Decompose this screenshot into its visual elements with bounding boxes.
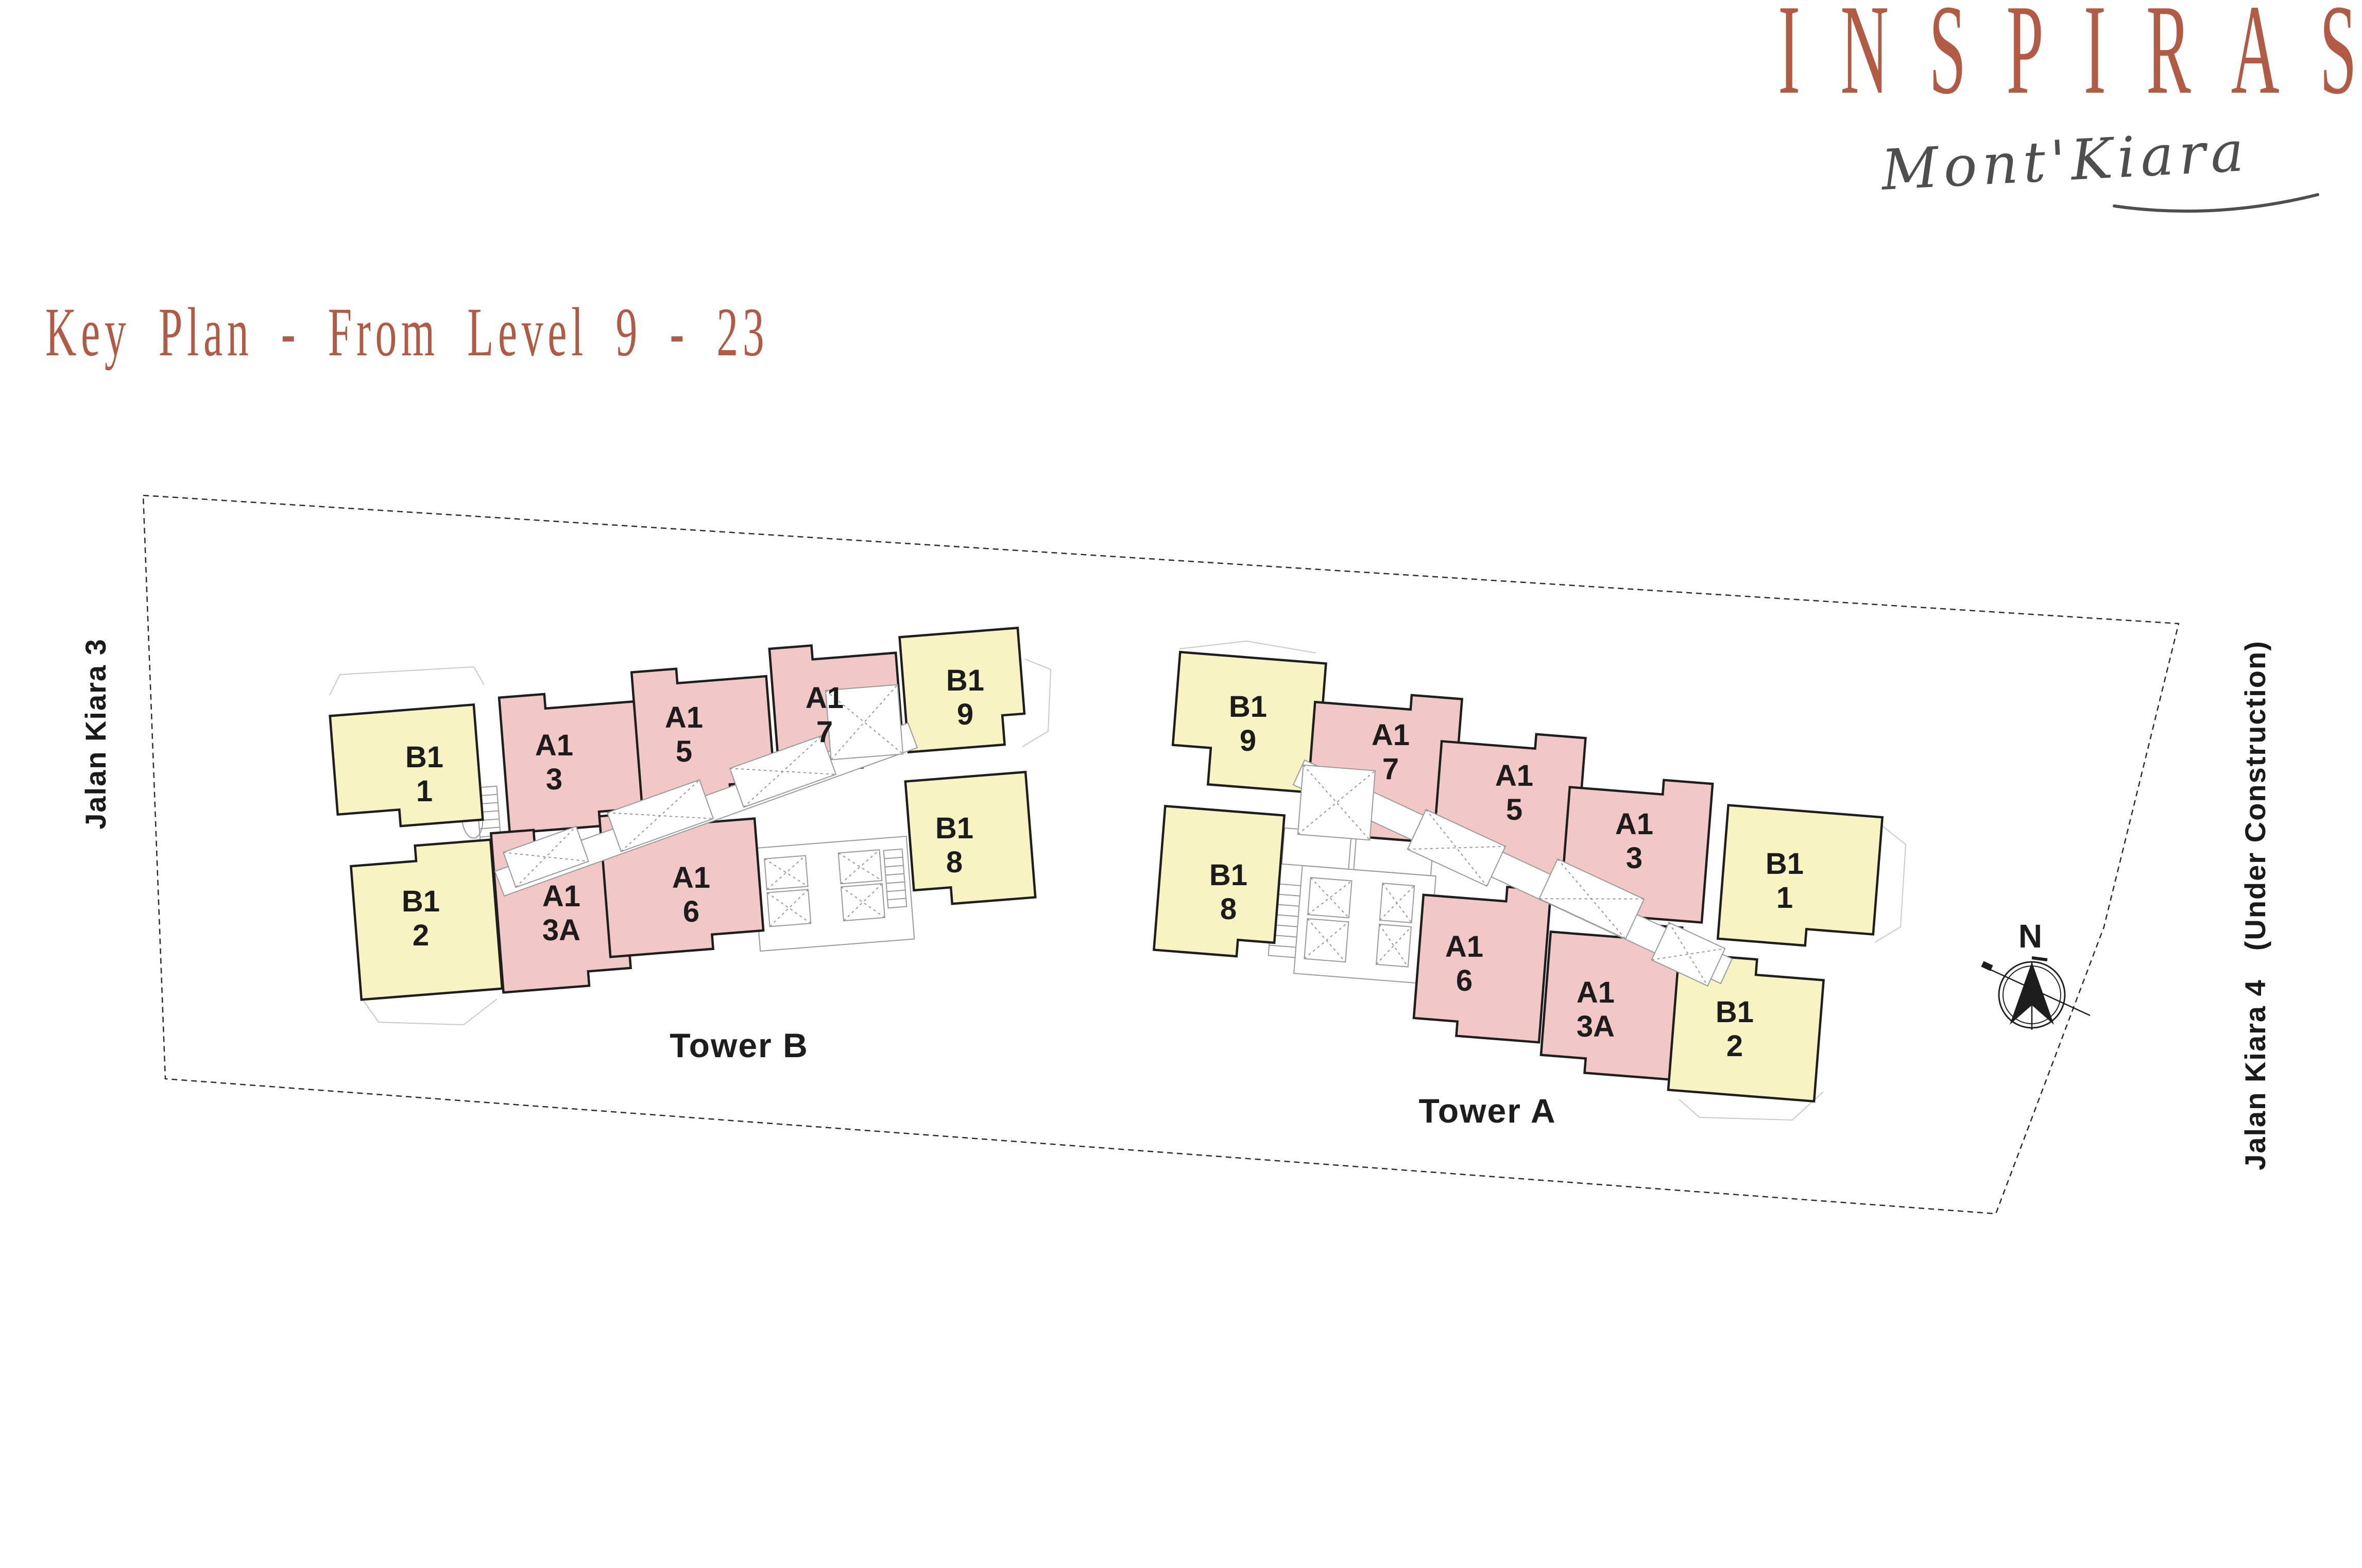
unit-B1-1 bbox=[329, 703, 484, 828]
unit-B1-1 bbox=[1716, 804, 1884, 947]
signature-swash bbox=[2113, 193, 2319, 213]
compass-north-label: N bbox=[2018, 918, 2042, 955]
unit-B1-9 bbox=[1171, 650, 1327, 795]
elevator-core bbox=[751, 835, 915, 952]
ghost-line bbox=[360, 996, 498, 1026]
cross-braced-voids bbox=[502, 684, 904, 888]
compass: N bbox=[1981, 918, 2091, 1030]
street-label-left: Jalan Kiara 3 bbox=[79, 638, 112, 830]
ghost-line bbox=[1022, 659, 1052, 747]
page-title: Key Plan - From Level 9 - 23 bbox=[45, 294, 768, 371]
unit-B1-9 bbox=[898, 626, 1026, 754]
unit-B1-2 bbox=[1667, 952, 1825, 1103]
ghost-line bbox=[1679, 1091, 1824, 1121]
brand-logo: INSPIRASI bbox=[1778, 0, 2362, 121]
tower-a-label: Tower A bbox=[1418, 1092, 1556, 1130]
street-label-right: Jalan Kiara 4(Under Construction) bbox=[2239, 640, 2271, 1170]
brand-sublogo: Mont'Kiara bbox=[1879, 119, 2250, 203]
unit-B1-8 bbox=[904, 770, 1037, 905]
unit-B1-8 bbox=[1152, 804, 1286, 958]
unit-A1-6 bbox=[1412, 886, 1552, 1044]
ghost-line bbox=[329, 666, 485, 696]
cross-braced-voids bbox=[1297, 764, 1726, 987]
site-boundary bbox=[142, 494, 2180, 1215]
ghost-line bbox=[1874, 823, 1907, 943]
ghost-line bbox=[1179, 640, 1316, 653]
tower-b-label: Tower B bbox=[670, 1026, 808, 1064]
